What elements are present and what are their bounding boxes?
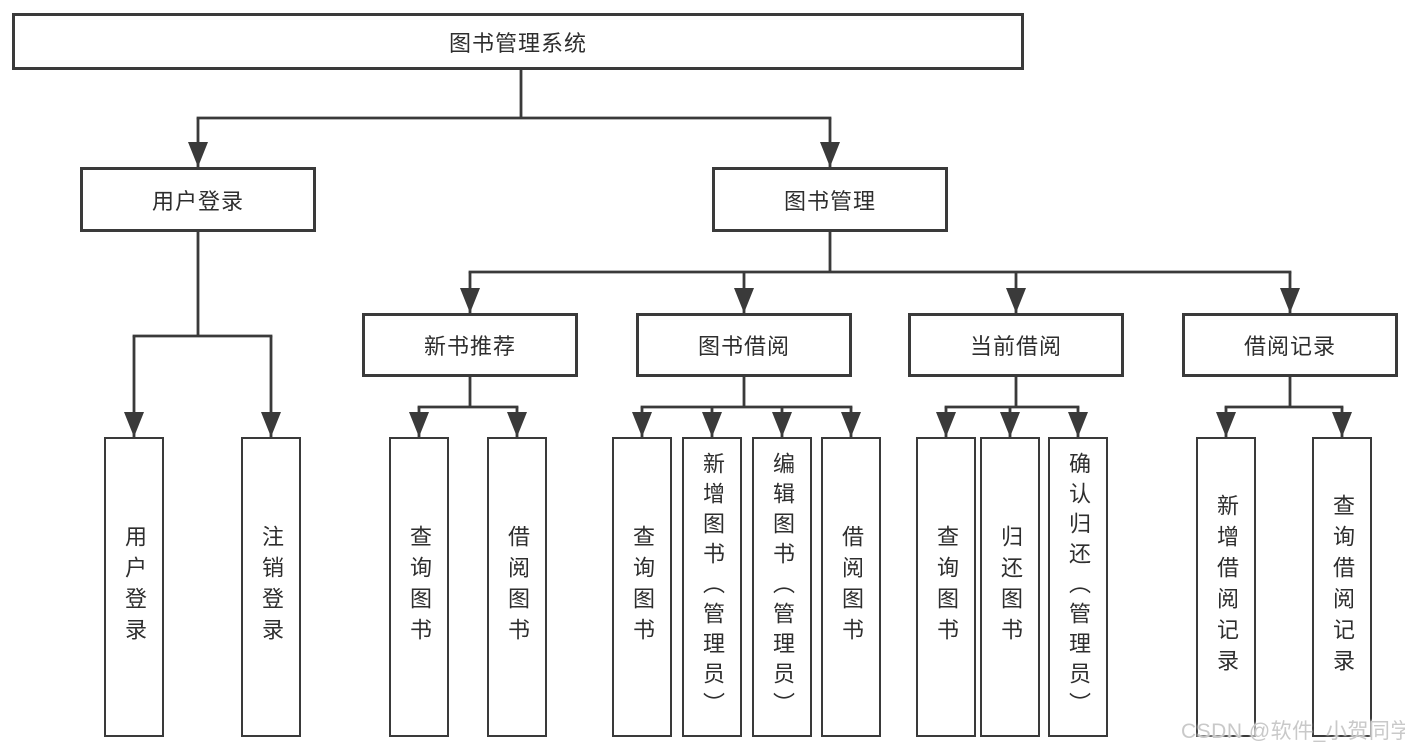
leaf-edit-books-admin: 编辑图书（管理员） xyxy=(752,437,812,737)
leaf-add-books-admin: 新增图书（管理员） xyxy=(682,437,742,737)
node-label: 查询图书 xyxy=(934,525,959,649)
node-book-borrowing: 图书借阅 xyxy=(636,313,852,377)
node-label: 确认归还（管理员） xyxy=(1066,452,1091,722)
node-label: 查询图书 xyxy=(630,525,655,649)
node-book-management: 图书管理 xyxy=(712,167,948,232)
node-label: 注销登录 xyxy=(259,525,284,649)
node-label: 借阅记录 xyxy=(1243,334,1336,359)
node-label: 图书管理 xyxy=(783,188,876,214)
connectors xyxy=(124,69,1352,437)
node-label: 借阅图书 xyxy=(505,525,530,649)
leaf-return-books: 归还图书 xyxy=(980,437,1040,737)
leaf-user-login: 用户登录 xyxy=(104,437,164,737)
node-label: 新增图书（管理员） xyxy=(700,452,725,722)
leaf-borrow-books: 借阅图书 xyxy=(821,437,881,737)
watermark: CSDN @软件_小贺同学 xyxy=(1181,720,1405,743)
node-label: 用户登录 xyxy=(122,525,147,649)
leaf-confirm-return-admin: 确认归还（管理员） xyxy=(1048,437,1108,737)
node-label: 图书借阅 xyxy=(697,334,790,359)
node-user-login: 用户登录 xyxy=(80,167,316,232)
node-label: 图书管理系统 xyxy=(448,30,587,56)
leaf-query-books: 查询图书 xyxy=(612,437,672,737)
node-label: 归还图书 xyxy=(998,525,1023,649)
node-borrowing-records: 借阅记录 xyxy=(1182,313,1398,377)
node-label: 查询借阅记录 xyxy=(1330,494,1355,680)
leaf-query-books: 查询图书 xyxy=(389,437,449,737)
leaf-borrow-books: 借阅图书 xyxy=(487,437,547,737)
node-label: 当前借阅 xyxy=(969,334,1062,359)
leaf-logout: 注销登录 xyxy=(241,437,301,737)
leaf-query-borrow-record: 查询借阅记录 xyxy=(1312,437,1372,737)
leaf-add-borrow-record: 新增借阅记录 xyxy=(1196,437,1256,737)
node-label: 新增借阅记录 xyxy=(1214,494,1239,680)
node-label: 新书推荐 xyxy=(423,334,516,359)
node-new-book-recommend: 新书推荐 xyxy=(362,313,578,377)
node-current-borrowing: 当前借阅 xyxy=(908,313,1124,377)
node-label: 用户登录 xyxy=(151,188,244,214)
node-label: 编辑图书（管理员） xyxy=(770,452,795,722)
node-label: 借阅图书 xyxy=(839,525,864,649)
leaf-query-books: 查询图书 xyxy=(916,437,976,737)
node-label: 查询图书 xyxy=(407,525,432,649)
node-library-management-system: 图书管理系统 xyxy=(12,13,1024,70)
